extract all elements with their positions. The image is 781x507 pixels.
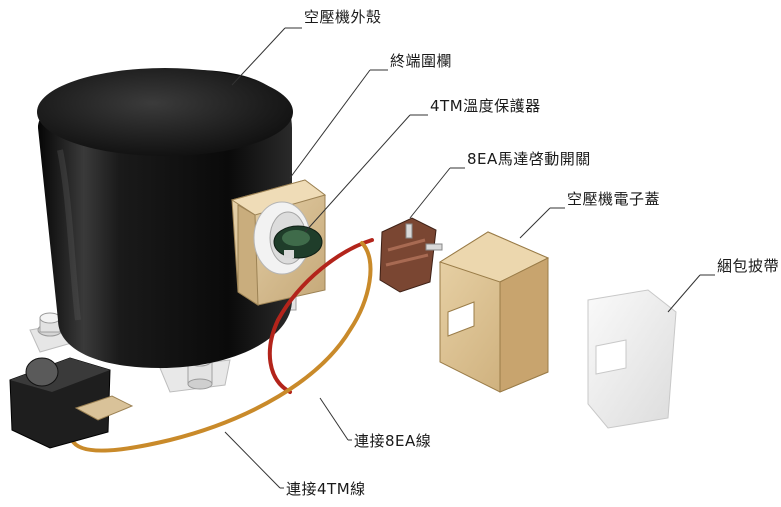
label-housing: 空壓機外殼 — [304, 8, 382, 26]
leader-lines — [224, 27, 715, 489]
label-cover: 空壓機電子蓋 — [567, 190, 661, 208]
electronic-cover — [438, 231, 550, 393]
label-terminal-fence: 終端圍欄 — [390, 52, 453, 70]
compressor-housing — [37, 68, 293, 368]
thermal-protector — [273, 225, 323, 259]
starter-relay — [379, 217, 443, 293]
label-relay: 8EA馬達啓動開關 — [467, 150, 591, 168]
label-protector: 4TM溫度保護器 — [430, 97, 541, 115]
packing-strap — [587, 289, 677, 429]
label-wire-4tm: 連接4TM線 — [286, 480, 366, 498]
label-strap: 綑包披帶 — [717, 257, 780, 275]
label-wire-8ea: 連接8EA線 — [354, 432, 432, 450]
protector-connector-block — [9, 357, 134, 449]
